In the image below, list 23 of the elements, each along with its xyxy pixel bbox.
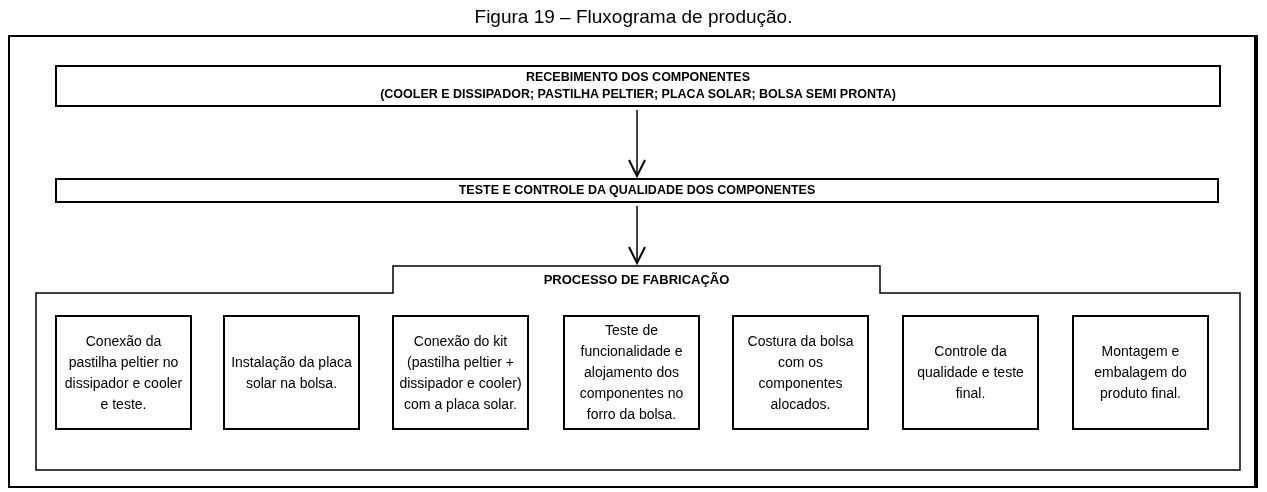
process-box <box>1072 315 1209 430</box>
bar-text: (COOLER E DISSIPADOR; PASTILHA PELTIER; PLACA SOLAR; BOLSA SEMI PRONTA) <box>380 86 896 103</box>
process-box <box>563 315 700 430</box>
process-box <box>732 315 869 430</box>
process-box <box>902 315 1039 430</box>
step-text: Controle da qualidade e teste final. <box>916 342 1025 403</box>
step-text: Conexão da pastilha peltier no dissipador e cooler e teste. <box>63 331 184 414</box>
process-bar <box>55 65 1221 107</box>
arrow <box>628 205 646 264</box>
process-box <box>223 315 360 430</box>
section-heading: PROCESSO DE FABRICAÇÃO <box>542 272 731 287</box>
bar-text: TESTE E CONTROLE DA QUALIDADE DOS COMPONENTES <box>458 182 816 199</box>
step-text: Costura da bolsa com os componentes alocados. <box>746 331 855 414</box>
arrow <box>628 109 646 177</box>
step-text: Montagem e embalagem do produto final. <box>1093 342 1188 403</box>
step-text: Instalação da placa solar na bolsa. <box>230 352 353 393</box>
process-box <box>392 315 529 430</box>
process-bar <box>55 178 1219 203</box>
process-box <box>55 315 192 430</box>
bar-text: RECEBIMENTO DOS COMPONENTES <box>525 69 751 86</box>
step-text: Teste de funcionalidade e alojamento dos componentes no forro da bolsa. <box>578 321 685 424</box>
step-text: Conexão do kit (pastilha peltier + dissipador e cooler) com a placa solar. <box>398 331 523 414</box>
figure-title: Figura 19 – Fluxograma de produção. <box>473 6 794 28</box>
